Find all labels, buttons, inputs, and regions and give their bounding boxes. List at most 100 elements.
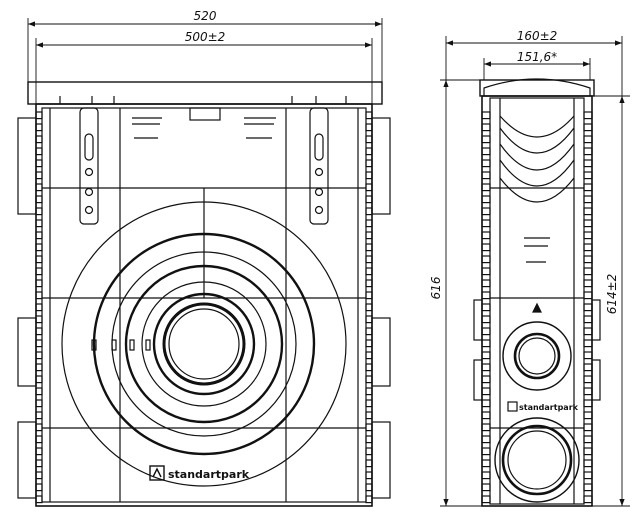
wall-tooth bbox=[481, 447, 491, 456]
wall-tooth bbox=[481, 135, 491, 144]
wall-tooth bbox=[365, 483, 373, 492]
wall-tooth bbox=[35, 159, 43, 168]
wall-tooth bbox=[35, 243, 43, 252]
wall-tooth bbox=[35, 471, 43, 480]
wall-tooth bbox=[481, 351, 491, 360]
side-dimensions bbox=[440, 36, 630, 507]
wall-tooth bbox=[583, 375, 593, 384]
wall-tooth bbox=[365, 255, 373, 264]
wall-tooth bbox=[583, 279, 593, 288]
wall-tooth bbox=[365, 171, 373, 180]
wall-tooth bbox=[365, 147, 373, 156]
front-dimensions bbox=[27, 18, 383, 104]
wall-tooth bbox=[583, 291, 593, 300]
wall-tooth bbox=[35, 303, 43, 312]
wall-tooth bbox=[481, 495, 491, 504]
wall-tooth bbox=[583, 135, 593, 144]
wall-tooth bbox=[583, 423, 593, 432]
wall-tooth bbox=[481, 423, 491, 432]
wall-tooth bbox=[365, 231, 373, 240]
wall-tooth bbox=[481, 303, 491, 312]
wall-tooth bbox=[481, 255, 491, 264]
wall-tooth bbox=[365, 471, 373, 480]
wall-tooth bbox=[35, 171, 43, 180]
wall-tooth bbox=[35, 207, 43, 216]
wall-tooth bbox=[481, 147, 491, 156]
wall-tooth bbox=[35, 195, 43, 204]
wall-tooth bbox=[583, 255, 593, 264]
wall-tooth bbox=[583, 387, 593, 396]
wall-tooth bbox=[35, 399, 43, 408]
wall-tooth bbox=[35, 351, 43, 360]
wall-tooth bbox=[481, 387, 491, 396]
wall-tooth bbox=[35, 387, 43, 396]
wall-tooth bbox=[583, 207, 593, 216]
wall-tooth bbox=[35, 363, 43, 372]
wall-tooth bbox=[365, 135, 373, 144]
wall-tooth bbox=[35, 459, 43, 468]
wall-tooth bbox=[481, 327, 491, 336]
wall-tooth bbox=[481, 471, 491, 480]
wall-tooth bbox=[481, 459, 491, 468]
wall-tooth bbox=[35, 315, 43, 324]
wall-tooth bbox=[583, 195, 593, 204]
wall-tooth bbox=[365, 279, 373, 288]
wall-tooth bbox=[481, 279, 491, 288]
wall-tooth bbox=[583, 339, 593, 348]
wall-tooth bbox=[365, 351, 373, 360]
wall-tooth bbox=[35, 135, 43, 144]
wall-tooth bbox=[365, 111, 373, 120]
wall-tooth bbox=[365, 363, 373, 372]
wall-tooth bbox=[481, 159, 491, 168]
wall-tooth bbox=[481, 339, 491, 348]
wall-tooth bbox=[365, 291, 373, 300]
wall-tooth bbox=[583, 327, 593, 336]
wall-tooth bbox=[583, 435, 593, 444]
wall-tooth bbox=[35, 111, 43, 120]
wall-tooth bbox=[365, 183, 373, 192]
wall-tooth bbox=[583, 459, 593, 468]
wall-tooth bbox=[583, 183, 593, 192]
wall-tooth bbox=[481, 435, 491, 444]
wall-tooth bbox=[35, 483, 43, 492]
wall-tooth bbox=[583, 483, 593, 492]
side-right-teeth bbox=[583, 111, 593, 504]
wall-tooth bbox=[365, 267, 373, 276]
wall-tooth bbox=[583, 411, 593, 420]
wall-tooth bbox=[35, 183, 43, 192]
wall-tooth bbox=[583, 399, 593, 408]
wall-tooth bbox=[365, 435, 373, 444]
wall-tooth bbox=[35, 255, 43, 264]
wall-tooth bbox=[481, 243, 491, 252]
wall-tooth bbox=[583, 363, 593, 372]
wall-tooth bbox=[583, 243, 593, 252]
wall-tooth bbox=[481, 375, 491, 384]
dim-inner-height: 614±2 bbox=[605, 274, 619, 315]
wall-tooth bbox=[481, 411, 491, 420]
wall-tooth bbox=[35, 123, 43, 132]
wall-tooth bbox=[35, 339, 43, 348]
dim-front-inner-width: 500±2 bbox=[185, 30, 226, 44]
wall-tooth bbox=[583, 111, 593, 120]
right-teeth bbox=[365, 111, 373, 504]
dim-side-total-width: 160±2 bbox=[517, 29, 558, 43]
wall-tooth bbox=[365, 123, 373, 132]
wall-tooth bbox=[365, 387, 373, 396]
wall-tooth bbox=[481, 399, 491, 408]
wall-tooth bbox=[35, 423, 43, 432]
wall-tooth bbox=[583, 471, 593, 480]
wall-tooth bbox=[35, 231, 43, 240]
wall-tooth bbox=[481, 123, 491, 132]
wall-tooth bbox=[481, 171, 491, 180]
wall-tooth bbox=[583, 219, 593, 228]
wall-tooth bbox=[583, 351, 593, 360]
wall-tooth bbox=[365, 399, 373, 408]
brand-name-front: standartpark bbox=[168, 468, 250, 481]
wall-tooth bbox=[481, 195, 491, 204]
wall-tooth bbox=[35, 375, 43, 384]
brand-logo-front: standartpark bbox=[149, 465, 250, 481]
left-teeth bbox=[35, 111, 43, 504]
wall-tooth bbox=[365, 207, 373, 216]
wall-tooth bbox=[365, 195, 373, 204]
